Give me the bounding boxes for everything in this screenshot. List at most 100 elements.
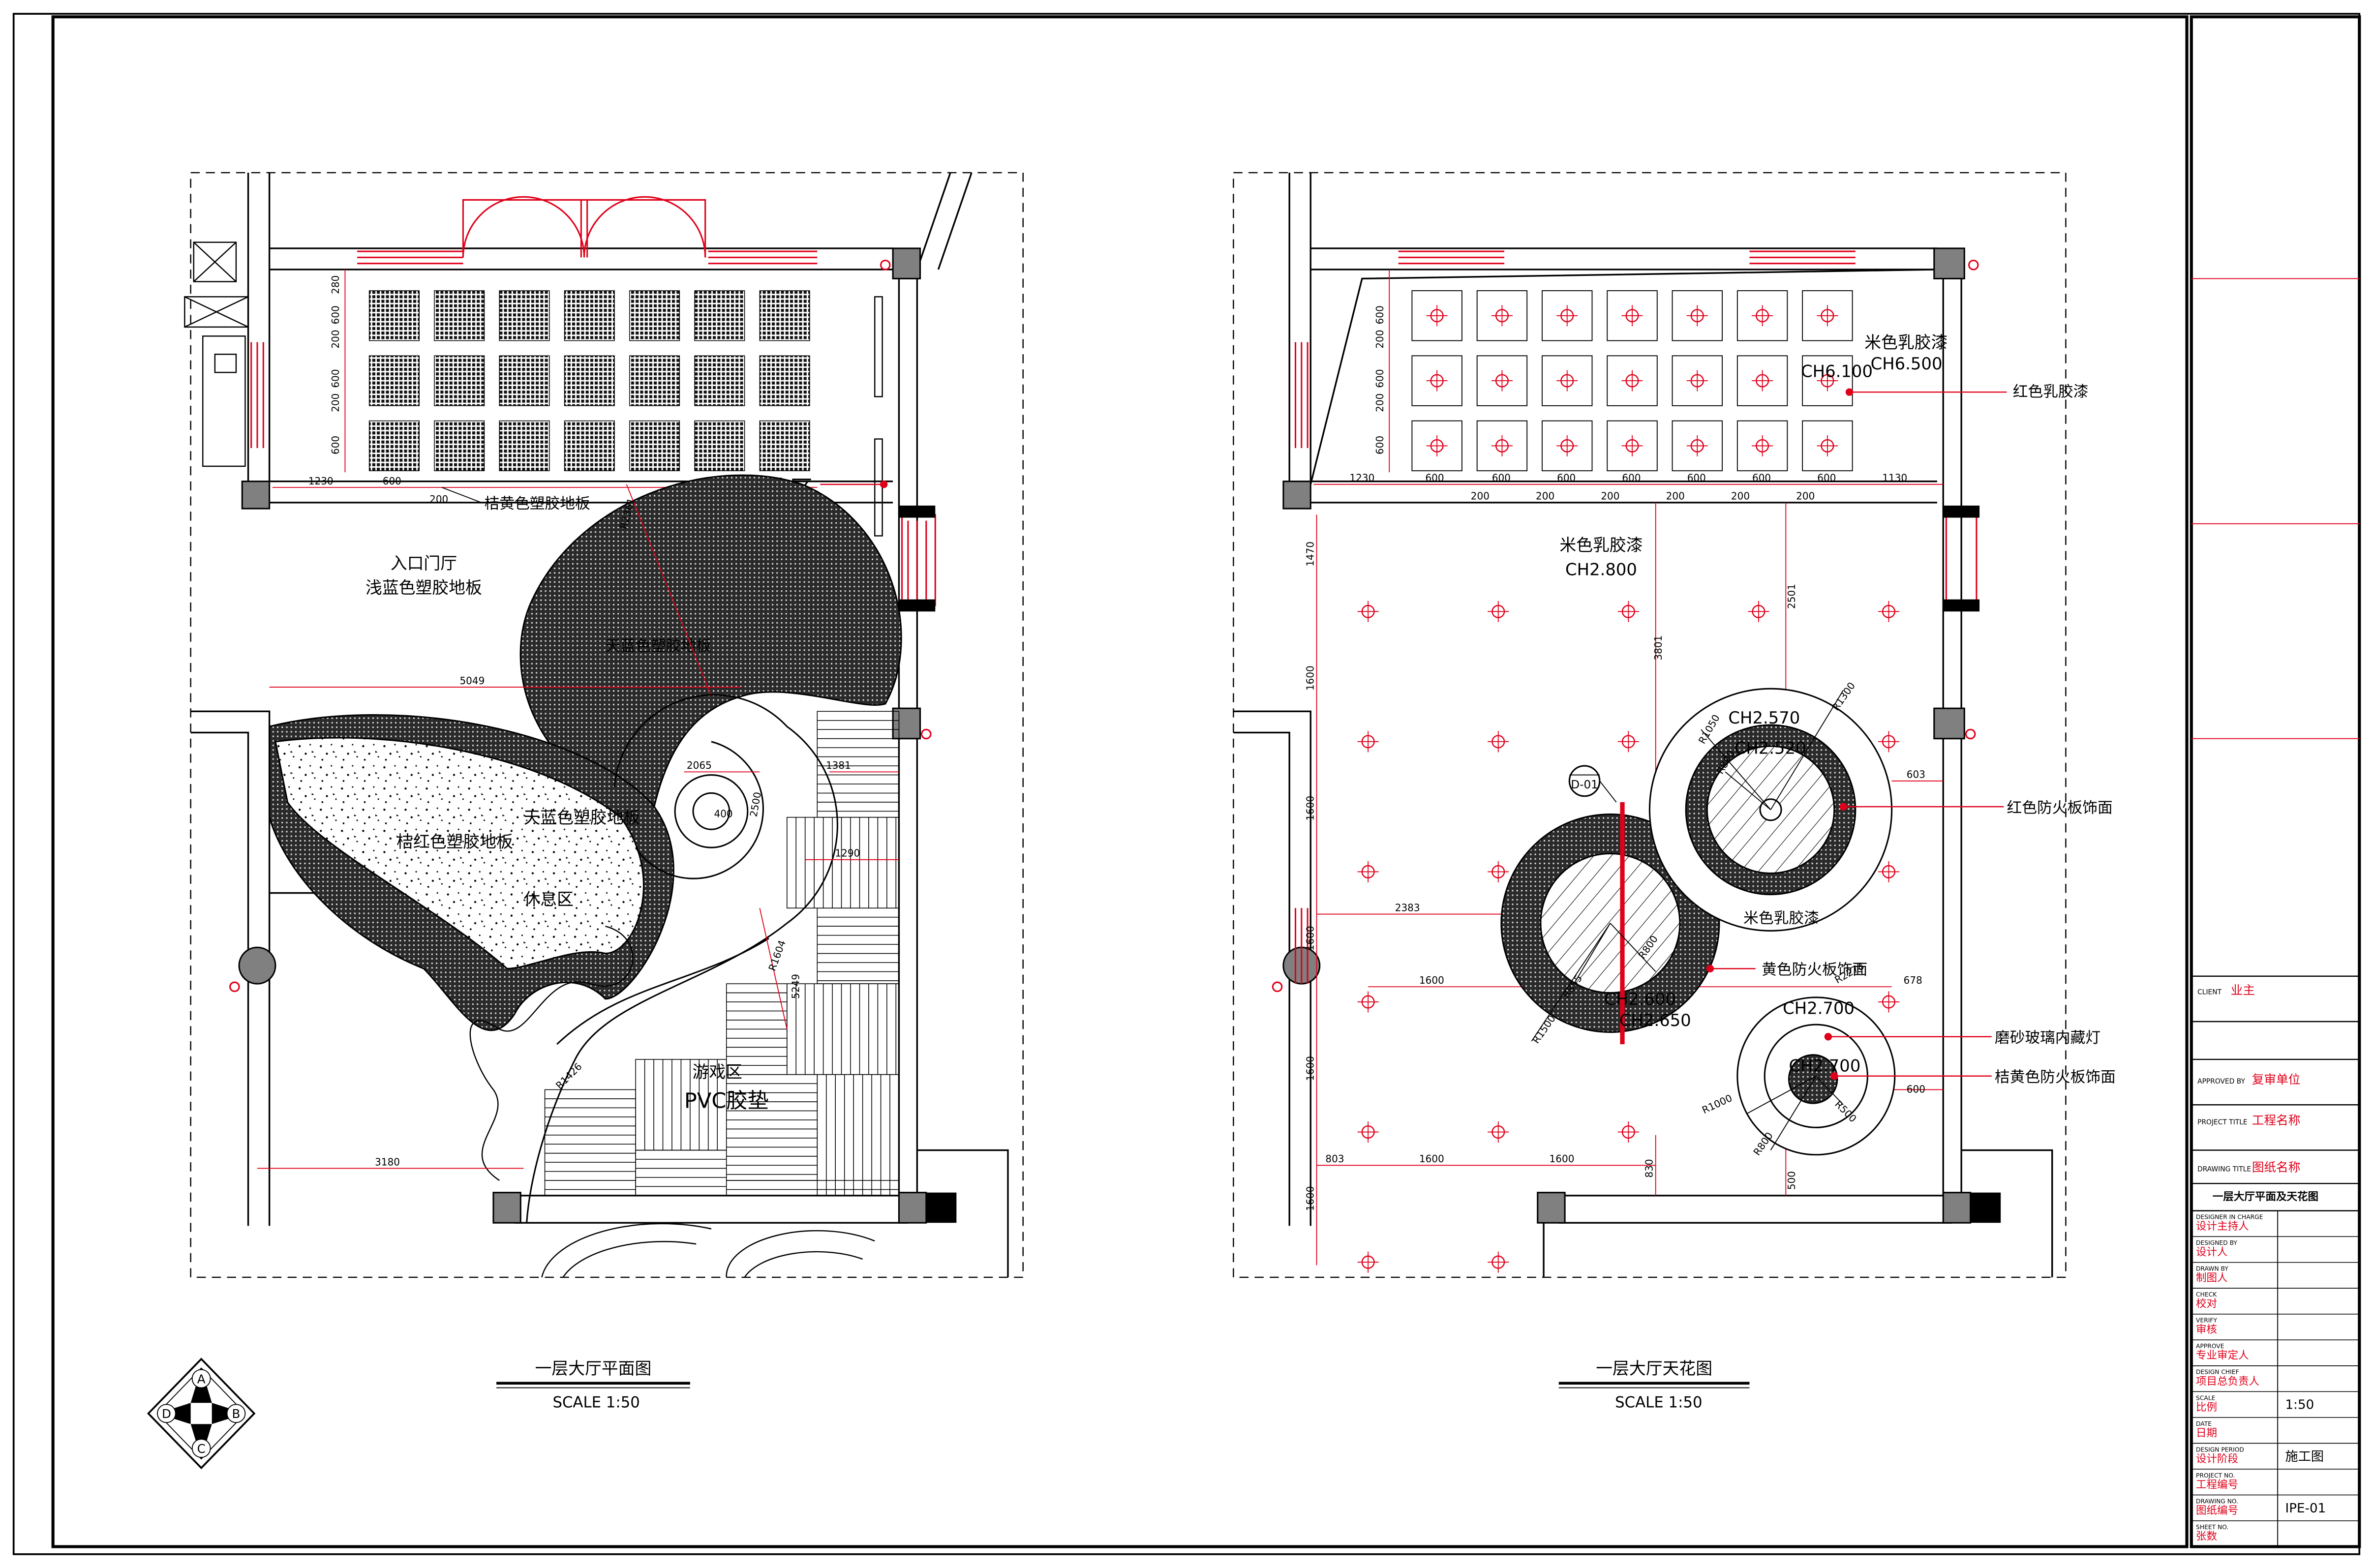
svg-text:200: 200 <box>1601 490 1619 502</box>
yellow-panel-label: 黄色防火板饰面 <box>1762 961 1867 979</box>
title-block-row-zh: 设计阶段 <box>2196 1453 2238 1465</box>
pvc-label: PVC胶垫 <box>684 1088 769 1113</box>
plank-block <box>726 983 788 1075</box>
downlight-icon <box>1488 1121 1509 1143</box>
orange-ring-radii <box>1746 1075 1844 1151</box>
title-block-row-en: DATE <box>2196 1420 2212 1427</box>
plan-column <box>241 481 271 510</box>
plan-bottom-features <box>541 1223 875 1278</box>
title-block-row-zh: 校对 <box>2196 1298 2217 1310</box>
ceiling-view: 米色乳胶漆 CH6.500 CH6.100 红色乳胶漆 米色乳胶漆 CH2.80… <box>1233 172 2116 1412</box>
title-block-row-en: VERIFY <box>2196 1317 2217 1324</box>
downlight-icon <box>1686 305 1708 327</box>
frosted-lamp-label: 磨砂玻璃内藏灯 <box>1995 1029 2100 1047</box>
ceiling-column <box>1537 1192 1566 1224</box>
leader-dot <box>880 481 888 488</box>
downlight-icon <box>1878 991 1900 1013</box>
downlight-icon <box>1752 305 1773 327</box>
plan-utility-boxes <box>184 241 249 467</box>
svg-text:R1000: R1000 <box>1700 1092 1734 1116</box>
plank-block <box>817 907 900 984</box>
red-ring-radii <box>1701 690 1844 811</box>
door-jamb <box>1943 599 1980 612</box>
door-jamb <box>899 599 936 612</box>
leader-dot <box>1839 803 1847 811</box>
ceiling-view-boundary <box>1233 172 2067 1278</box>
svg-text:600: 600 <box>1425 472 1444 484</box>
title-block-row-en: DESIGNED BY <box>2196 1239 2237 1246</box>
plan-column <box>892 247 921 279</box>
svg-text:R1500: R1500 <box>1530 1013 1558 1046</box>
ceiling-column <box>1933 247 1965 279</box>
ceiling-walls <box>1233 173 2053 1277</box>
floor-tile <box>368 420 420 471</box>
floor-tile <box>629 355 680 406</box>
downlight-icon <box>1426 370 1448 392</box>
pvc-plank-floor <box>544 711 900 1196</box>
ceiling-height-6500: CH6.500 <box>1871 354 1943 373</box>
section-marker-label: D-01 <box>1571 779 1598 791</box>
leader-dot <box>1845 388 1854 396</box>
downlight-icon <box>1752 435 1773 456</box>
svg-text:1130: 1130 <box>1882 472 1907 484</box>
downlight-icon <box>1817 435 1838 456</box>
ceiling-scale: SCALE 1:50 <box>1615 1394 1702 1412</box>
plan-dimension-lines <box>257 687 899 1169</box>
svg-text:CH2.520: CH2.520 <box>1734 738 1806 757</box>
drawing-label: DRAWING TITLE <box>2197 1166 2251 1174</box>
svg-text:1381: 1381 <box>826 759 851 771</box>
downlight-icon <box>1686 370 1708 392</box>
downlight-icon <box>1621 435 1643 456</box>
downlight-icon <box>1357 991 1379 1013</box>
plan-column <box>898 1192 927 1224</box>
svg-text:1470: 1470 <box>1304 542 1316 567</box>
title-block: CLIENT 业主 APPROVED BY 复审单位 PROJECT TITLE… <box>2191 278 2360 1547</box>
title-block-row-en: SCALE <box>2196 1394 2215 1401</box>
svg-text:803: 803 <box>1325 1153 1344 1165</box>
title-block-row: PROJECT NO.工程编号 <box>2191 1472 2360 1496</box>
downlight-icon <box>1686 435 1708 456</box>
downlight-icon <box>1621 305 1643 327</box>
svg-text:600: 600 <box>383 475 401 487</box>
title-block-row-zh: 日期 <box>2196 1427 2217 1439</box>
downlight-icon <box>1556 435 1578 456</box>
floor-tile <box>434 420 485 471</box>
title-block-row-en: CHECK <box>2196 1291 2217 1298</box>
svg-text:R1604: R1604 <box>766 938 788 972</box>
downlight-icon <box>1488 601 1509 622</box>
floor-tile <box>694 290 745 341</box>
plan-view: 280 600 200 600 200 600 1230 600 200 桔黄色… <box>184 172 1024 1412</box>
svg-text:5049: 5049 <box>459 675 485 687</box>
svg-text:200: 200 <box>1731 490 1750 502</box>
svg-text:米色乳胶漆: 米色乳胶漆 <box>1743 909 1819 927</box>
svg-text:500: 500 <box>1786 1171 1797 1190</box>
downlight-icon <box>1878 861 1900 882</box>
svg-text:1230: 1230 <box>308 475 334 487</box>
orange-panel-label: 桔黄色防火板饰面 <box>1995 1068 2116 1086</box>
svg-text:1600: 1600 <box>1419 1153 1444 1165</box>
leader-dot <box>1830 1072 1838 1080</box>
floor-tile <box>499 290 550 341</box>
svg-text:200: 200 <box>1374 393 1386 412</box>
orange-floor-label: 桔黄色塑胶地板 <box>484 495 590 513</box>
svg-text:600: 600 <box>1817 472 1836 484</box>
floor-tile <box>759 420 810 471</box>
svg-text:1600: 1600 <box>1304 1186 1316 1211</box>
door-jamb <box>899 505 936 518</box>
svg-text:200: 200 <box>1374 330 1386 348</box>
downlight-icon <box>1357 861 1379 882</box>
svg-text:2501: 2501 <box>1786 584 1797 609</box>
leader <box>442 487 482 503</box>
radius-line <box>626 484 712 696</box>
yellow-ring-radii <box>1531 923 1656 1042</box>
dim-label: 400 <box>714 808 733 820</box>
title-block-rules <box>2191 975 2360 1211</box>
downlight-icon <box>1357 1251 1379 1273</box>
downlight-icon <box>1556 370 1578 392</box>
plan-title: 一层大厅平面图 <box>535 1359 652 1378</box>
svg-text:600: 600 <box>1557 472 1576 484</box>
floor-tile <box>564 290 615 341</box>
svg-text:200: 200 <box>1471 490 1490 502</box>
floor-tile <box>368 355 420 406</box>
